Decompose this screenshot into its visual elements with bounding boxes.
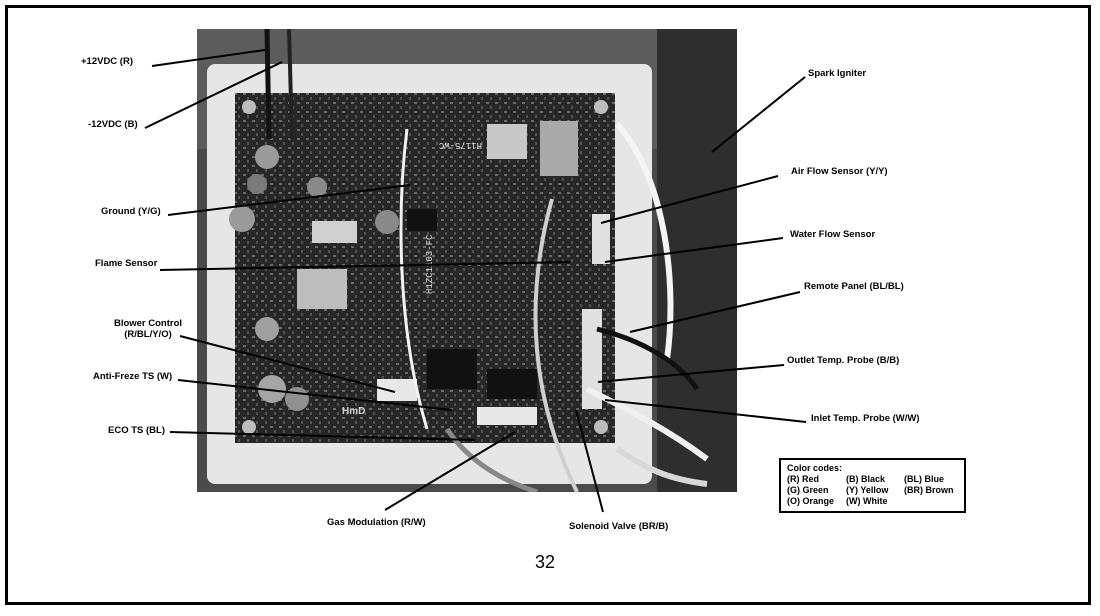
label-blower-control-line1: Blower Control (113, 318, 183, 329)
label-anti-freeze: Anti-Freze TS (W) (93, 371, 173, 382)
label-blower-control: Blower Control (R/BL/Y/O) (100, 318, 196, 340)
label-eco-ts: ECO TS (BL) (108, 425, 165, 436)
legend-entry: (R) Red (787, 474, 819, 484)
control-board-photo: H1175-WC H1ZC1103-FC HmD (197, 29, 737, 492)
legend-entry: (BR) Brown (904, 485, 954, 495)
legend-entry: (BL) Blue (904, 474, 944, 484)
color-code-legend: Color codes: (R) Red (B) Black (BL) Blue… (779, 458, 966, 513)
label-plus12vdc: +12VDC (R) (81, 56, 133, 67)
page-number: 32 (534, 552, 556, 572)
legend-entry: (Y) Yellow (846, 485, 889, 495)
label-flame-sensor: Flame Sensor (95, 258, 158, 269)
label-air-flow-sensor: Air Flow Sensor (Y/Y) (791, 166, 888, 177)
label-solenoid-valve: Solenoid Valve (BR/B) (569, 521, 669, 532)
legend-entry: (B) Black (846, 474, 886, 484)
label-remote-panel: Remote Panel (BL/BL) (804, 281, 904, 292)
label-gas-modulation: Gas Modulation (R/W) (327, 517, 426, 528)
legend-row: (G) Green (Y) Yellow (BR) Brown (787, 485, 964, 496)
label-minus12vdc: -12VDC (B) (88, 119, 138, 130)
legend-entry: (G) Green (787, 485, 829, 495)
legend-row: (O) Orange (W) White (787, 496, 964, 507)
label-outlet-temp-probe: Outlet Temp. Probe (B/B) (787, 355, 900, 366)
legend-entry: (W) White (846, 496, 888, 506)
board-marking-3: HmD (342, 406, 365, 417)
board-marking-1: H1175-WC (438, 140, 482, 150)
legend-title: Color codes: (787, 463, 843, 473)
legend-entry: (O) Orange (787, 496, 835, 506)
label-ground: Ground (Y/G) (101, 206, 161, 217)
label-blower-control-line2: (R/BL/Y/O) (124, 329, 172, 340)
board-marking-2: H1ZC1103-FC (425, 234, 435, 294)
label-inlet-temp-probe: Inlet Temp. Probe (W/W) (811, 413, 920, 424)
label-spark-igniter: Spark Igniter (808, 68, 867, 79)
legend-row: (R) Red (B) Black (BL) Blue (787, 474, 964, 485)
label-water-flow-sensor: Water Flow Sensor (790, 229, 876, 240)
